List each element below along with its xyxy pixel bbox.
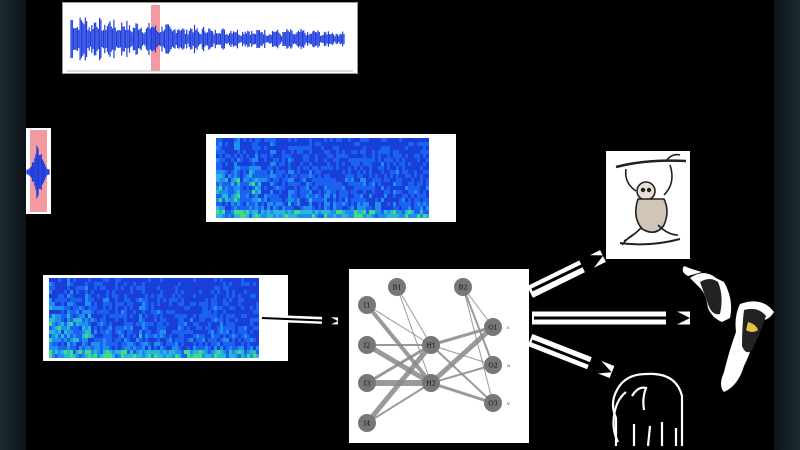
output-tag: c — [507, 325, 510, 331]
network-node-label: O3 — [488, 400, 497, 408]
network-node-label: B1 — [393, 284, 402, 292]
waveform-snippet — [26, 128, 51, 214]
network-node — [484, 356, 502, 374]
spectrogram-icon — [49, 278, 259, 358]
network-edge — [396, 286, 432, 384]
network-node-label: O1 — [488, 324, 497, 332]
network-node-label: I2 — [364, 342, 371, 350]
network-node — [358, 414, 376, 432]
network-edge — [462, 286, 494, 404]
network-node — [358, 296, 376, 314]
network-node — [422, 336, 440, 354]
network-edge — [430, 364, 494, 384]
output-tag: v — [506, 401, 510, 407]
network-node — [422, 374, 440, 392]
arrow-icon — [527, 333, 615, 379]
network-edge — [430, 325, 494, 347]
left-edge-strip — [0, 0, 26, 450]
network-node-label: H2 — [426, 380, 436, 388]
network-edge — [366, 343, 432, 385]
spectrogram-bottom — [43, 275, 288, 361]
waveform-plot — [62, 2, 358, 74]
right-edge-strip — [774, 0, 800, 450]
network-edge — [430, 381, 494, 405]
network-node — [358, 336, 376, 354]
monkey-icon — [615, 153, 687, 246]
waveform-icon — [67, 5, 353, 72]
arrow-icon — [261, 312, 339, 329]
elephant-icon — [611, 372, 684, 447]
network-node-label: I4 — [364, 420, 371, 428]
network-edge — [396, 286, 432, 346]
network-node — [484, 318, 502, 336]
network-node-label: B2 — [459, 284, 468, 292]
network-node — [358, 374, 376, 392]
hornbill-icon — [682, 266, 774, 392]
network-edge — [366, 382, 432, 424]
network-node-label: I1 — [364, 302, 371, 310]
spectrogram-icon — [216, 138, 429, 218]
network-node-label: I3 — [364, 380, 371, 388]
monkey-panel — [606, 151, 690, 259]
network-node — [388, 278, 406, 296]
network-edge — [366, 304, 432, 346]
network-node-label: H1 — [426, 342, 436, 350]
spectrogram-top — [206, 134, 456, 222]
arrow-icon — [527, 250, 606, 298]
network-edge — [365, 343, 433, 425]
network-node — [484, 394, 502, 412]
network-node — [454, 278, 472, 296]
network-node-label: O2 — [488, 362, 497, 370]
output-tag: a — [507, 363, 510, 369]
network-edge — [462, 286, 494, 366]
